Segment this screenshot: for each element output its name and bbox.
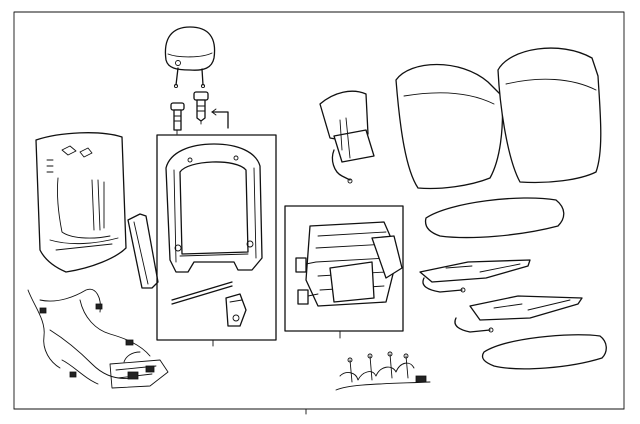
headrest-guide-left[interactable] (170, 102, 185, 135)
headrest-guide-right[interactable] (193, 91, 229, 129)
seat-cushion-cover-lower[interactable] (454, 295, 583, 333)
seat-back-wiring-harness[interactable] (27, 288, 151, 385)
headrest[interactable] (164, 26, 216, 89)
seat-cushion-cover-upper[interactable] (419, 259, 531, 293)
seat-back-cover[interactable] (395, 63, 504, 190)
seat-back-panel[interactable] (35, 132, 127, 273)
seat-back-pad[interactable] (497, 47, 602, 184)
wire-harness-main[interactable] (109, 351, 169, 389)
recliner-actuator[interactable] (225, 293, 247, 327)
cushion-springs[interactable] (335, 351, 431, 391)
baseline-rule (13, 408, 625, 415)
seat-cushion-pad-lower[interactable] (481, 334, 607, 370)
recliner-rod[interactable] (171, 281, 233, 305)
seat-back-frame-box (156, 134, 277, 347)
side-trim-panel[interactable] (127, 213, 159, 289)
cushion-frame-assembly[interactable] (295, 221, 403, 307)
seat-cushion-pad-upper[interactable] (424, 197, 565, 239)
lumbar-assembly-box (284, 205, 404, 339)
seat-back-frame[interactable] (165, 143, 263, 273)
lumbar-support[interactable] (319, 90, 375, 184)
